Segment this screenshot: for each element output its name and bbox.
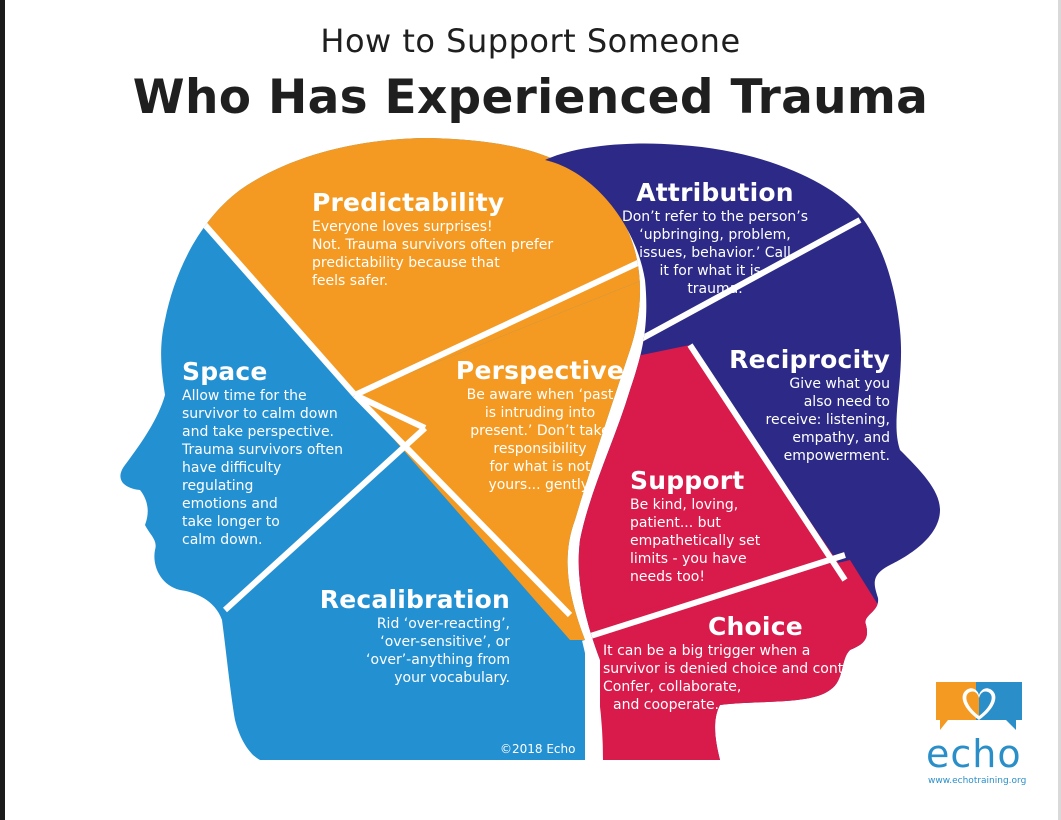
recalibration-line: ‘over’-anything from — [366, 652, 510, 668]
recalibration-line: ‘over-sensitive’, or — [380, 634, 510, 650]
space-line: have difficulty — [182, 460, 282, 476]
space-line: Allow time for the — [182, 388, 307, 404]
predictability-region — [180, 138, 640, 395]
perspective-line: Be aware when ‘past — [466, 387, 614, 403]
recalibration-line: your vocabulary. — [394, 670, 510, 686]
logo-wordmark: echo — [926, 732, 1022, 776]
perspective-line: yours... gently. — [488, 477, 592, 493]
space-block: Space Allow time for the survivor to cal… — [182, 357, 382, 549]
attribution-line: Don’t refer to the person’s — [621, 209, 809, 225]
support-line: limits - you have — [630, 551, 747, 567]
predictability-title: Predictability — [312, 188, 505, 217]
space-line: take longer to — [182, 514, 280, 530]
perspective-line: is intruding into — [484, 405, 596, 421]
reciprocity-title: Reciprocity — [729, 345, 890, 374]
reciprocity-line: empathy, and — [792, 430, 890, 446]
attribution-line: ‘upbringing, problem, — [639, 227, 791, 243]
space-line: Trauma survivors often — [182, 442, 344, 458]
perspective-line: present.’ Don’t take — [470, 423, 610, 439]
choice-block: Choice It can be a big trigger when a su… — [603, 612, 883, 714]
choice-line: Confer, collaborate, — [603, 679, 742, 695]
recalibration-block: Recalibration Rid ‘over-reacting’, ‘over… — [300, 585, 510, 687]
recalibration-line: Rid ‘over-reacting’, — [376, 616, 510, 632]
predictability-line: predictability because that — [312, 255, 500, 271]
choice-line: It can be a big trigger when a — [603, 643, 811, 659]
support-line: needs too! — [630, 569, 705, 585]
attribution-line: it for what it is - — [659, 263, 771, 279]
attribution-line: trauma. — [687, 281, 743, 297]
support-line: patient... but — [630, 515, 721, 531]
recalibration-title: Recalibration — [319, 585, 510, 614]
support-line: Be kind, loving, — [630, 497, 739, 513]
copyright-text: ©2018 Echo — [500, 742, 576, 756]
attribution-block: Attribution Don’t refer to the person’s … — [610, 178, 820, 298]
space-line: and take perspective. — [182, 424, 335, 440]
predictability-line: Not. Trauma survivors often prefer — [312, 237, 554, 253]
title-line-1: How to Support Someone — [320, 22, 741, 60]
space-title: Space — [182, 357, 268, 386]
space-line: emotions and — [182, 496, 278, 512]
choice-line: survivor is denied choice and control. — [603, 661, 866, 677]
choice-line: and cooperate. — [613, 697, 720, 713]
perspective-block: Perspective Be aware when ‘past is intru… — [440, 356, 640, 494]
support-block: Support Be kind, loving, patient... but … — [630, 466, 800, 586]
page-edge-left — [0, 0, 5, 820]
logo-url[interactable]: www.echotraining.org — [928, 776, 1027, 786]
reciprocity-block: Reciprocity Give what you also need to r… — [700, 345, 890, 465]
attribution-line: issues, behavior.’ Call — [639, 245, 791, 261]
reciprocity-line: empowerment. — [783, 448, 890, 464]
title-line-2: Who Has Experienced Trauma — [132, 70, 929, 125]
choice-title: Choice — [708, 612, 803, 641]
perspective-line: for what is not — [489, 459, 591, 475]
reciprocity-line: Give what you — [789, 376, 890, 392]
support-title: Support — [630, 466, 745, 495]
speech-bubbles-heart-icon — [936, 682, 1022, 730]
perspective-title: Perspective — [455, 356, 625, 385]
space-line: calm down. — [182, 532, 263, 548]
space-line: survivor to calm down — [182, 406, 338, 422]
attribution-title: Attribution — [636, 178, 794, 207]
perspective-line: responsibility — [493, 441, 587, 457]
predictability-line: feels safer. — [312, 273, 389, 289]
predictability-block: Predictability Everyone loves surprises!… — [312, 188, 612, 290]
reciprocity-line: receive: listening, — [765, 412, 890, 428]
page-edge-right — [1058, 0, 1061, 820]
reciprocity-line: also need to — [803, 394, 890, 410]
space-line: regulating — [182, 478, 254, 494]
support-line: empathetically set — [630, 533, 761, 549]
predictability-line: Everyone loves surprises! — [312, 219, 493, 235]
